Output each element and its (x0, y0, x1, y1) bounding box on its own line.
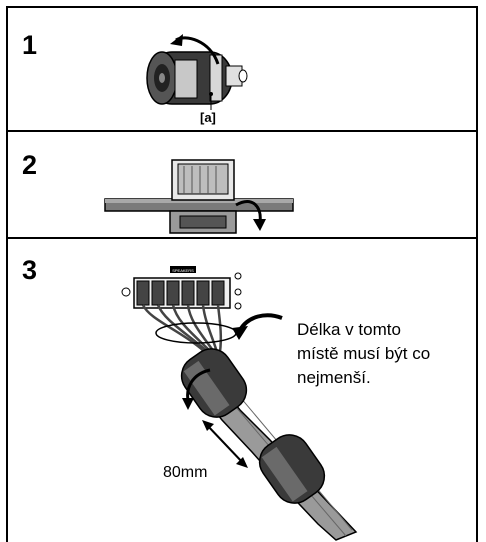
close-arrowhead-step2 (253, 219, 266, 231)
diagram-frame (6, 6, 478, 542)
speaker-block-label: SPEAKERS (172, 268, 194, 273)
dimension-line (205, 423, 245, 465)
speaker-wires (141, 304, 223, 353)
step-number-1: 1 (22, 30, 38, 60)
length-note: Délka v tomto místě musí být co nejmenší… (297, 318, 472, 390)
callout-label-a: [a] (200, 110, 216, 125)
wrap-arrowhead-step3 (182, 398, 194, 410)
dimension-arrowhead-bottom (236, 457, 248, 468)
rotate-arrowhead-step1 (170, 34, 183, 46)
pointer-arrowhead-step3 (232, 326, 248, 340)
length-note-line-3: nejmenší. (297, 368, 371, 387)
wrap-arrow-step3 (186, 368, 211, 401)
dimension-label: 80mm (163, 464, 208, 481)
ferrite-core-step2 (104, 159, 294, 234)
length-note-line-1: Délka v tomto (297, 320, 401, 339)
ferrite-core-step1 (146, 51, 248, 105)
step-number-2: 2 (22, 150, 38, 180)
divider-1 (6, 130, 478, 132)
ferrite-core-lower (258, 434, 326, 504)
close-arrow-step2 (235, 200, 262, 223)
step-number-3: 3 (22, 255, 38, 285)
speaker-terminal-block (121, 266, 242, 310)
divider-2 (6, 237, 478, 239)
ferrite-core-upper (180, 348, 248, 418)
dimension-arrowhead-top (202, 420, 214, 431)
length-note-line-2: místě musí být co (297, 344, 431, 363)
